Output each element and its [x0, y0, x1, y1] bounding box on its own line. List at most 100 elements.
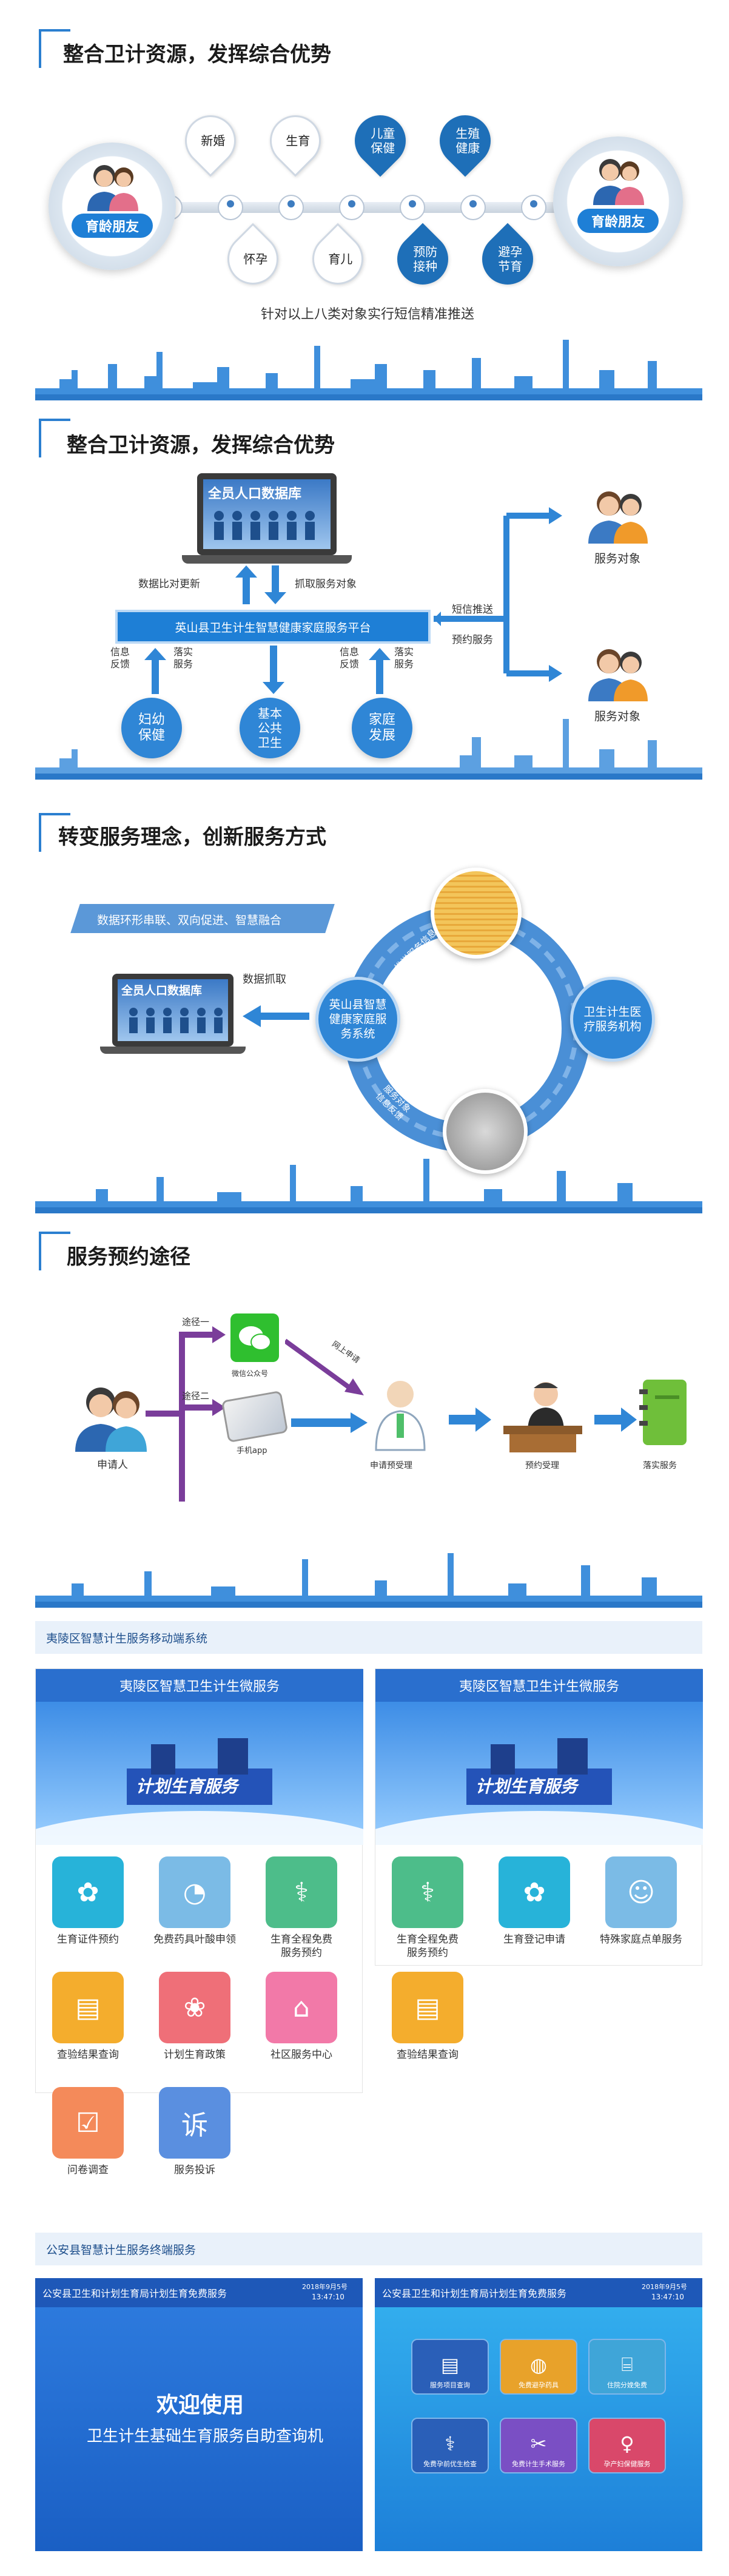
target2-person-icon	[588, 649, 648, 701]
clipboard-icon: ▤	[440, 2353, 460, 2376]
arrows-platform-circles	[144, 646, 391, 694]
bracket-arrows	[434, 507, 562, 682]
mobile-left-tile-2-icon[interactable]: ⚕	[266, 1856, 337, 1928]
section-title: 服务预约途径	[67, 1245, 190, 1269]
pin-parenting: 育儿	[301, 223, 374, 295]
bed-icon: ⌸	[621, 2353, 633, 2376]
pin-contraception: 避孕 节育	[471, 223, 544, 295]
section-kiosk-terminal: 公安县智慧计生服务终端服务 公安县卫生和计划生育局计划生育免费服务 2018年9…	[0, 2196, 729, 2576]
service-label: 落实服务	[643, 1461, 677, 1471]
kiosk-right-date: 2018年9月5号	[642, 2283, 687, 2291]
arrow-to-appt	[449, 1408, 491, 1432]
target2-label: 服务对象	[594, 710, 641, 723]
mobile-left-tile-5-icon[interactable]: ⌂	[266, 1972, 337, 2043]
appt-label: 预约服务	[452, 634, 493, 646]
mobile-system-header: 夷陵区智慧计生服务移动端系统	[35, 1621, 702, 1654]
kiosk-btn-contraceptive[interactable]: ◍免费避孕药具	[500, 2339, 577, 2395]
mobile-right-tile-label: 查验结果查询	[397, 2049, 459, 2061]
impl-right: 落实 服务	[394, 646, 414, 670]
mobile-left-tile-label: 计划生育政策	[164, 2049, 226, 2061]
pill-icon: ◍	[530, 2353, 547, 2376]
mobile-right-tile-2-icon[interactable]: ☺	[605, 1856, 677, 1928]
section-title: 整合卫计资源，发挥综合优势	[67, 433, 335, 457]
database-label: 全员人口数据库	[121, 984, 203, 997]
section-service-concept: 转变服务理念，创新服务方式 数据环形串联、双向促进、智慧融合 全员人口数据库 数…	[0, 777, 729, 1213]
database-label: 全员人口数据库	[208, 487, 302, 502]
mobile-left-tile-label: 问卷调查	[67, 2164, 109, 2176]
sms-label: 短信推送	[452, 604, 493, 616]
laptop-screen: 全员人口数据库	[112, 974, 233, 1047]
mobile-right-tile-3-icon[interactable]: ▤	[392, 1972, 463, 2043]
service-notebook-icon	[639, 1380, 687, 1445]
laptop-base	[100, 1047, 246, 1054]
section-title: 转变服务理念，创新服务方式	[58, 825, 326, 849]
laptop-base	[182, 555, 352, 564]
mobile-left-tile-1-icon[interactable]: ◔	[159, 1856, 230, 1928]
section-title-mark	[39, 419, 70, 457]
circle-family-development: 家庭 发展	[352, 698, 412, 758]
applicant-label: 申请人	[97, 1459, 128, 1471]
section1-caption: 针对以上八类对象实行短信精准推送	[261, 307, 475, 322]
section-mobile-system: 夷陵区智慧计生服务移动端系统 夷陵区智慧卫生计生微服务 计划生育服务 ✿生育证件…	[0, 1614, 729, 2196]
accept-staff-icon	[375, 1381, 426, 1451]
kiosk-btn-maternal[interactable]: ♀孕产妇保健服务	[588, 2418, 666, 2473]
center-system-node: 英山县智慧 健康家庭服 务系统	[315, 977, 400, 1062]
wechat-icon	[230, 1313, 279, 1362]
crowd-icon	[214, 511, 315, 540]
feedback-left: 信息 反馈	[110, 646, 130, 670]
section-title-mark	[39, 813, 70, 852]
platform-box: 英山县卫生计生智慧健康家庭服务平台	[115, 610, 431, 644]
kiosk-right-bar	[375, 2278, 702, 2307]
mobile-right-tile-1-icon[interactable]: ✿	[499, 1856, 570, 1928]
pin-vaccination: 预防 接种	[386, 223, 459, 295]
mobile-left-tile-3-icon[interactable]: ▤	[52, 1972, 124, 2043]
applicant-icon	[75, 1387, 147, 1452]
kiosk-btn-surgery[interactable]: ✂免费计生手术服务	[500, 2418, 577, 2473]
right-badge-people-icon	[593, 159, 644, 205]
phone-right-tiles: ⚕生育全程免费 服务预约✿生育登记申请☺特殊家庭点单服务▤查验结果查询	[375, 1844, 702, 2061]
medical-institution-node: 卫生计生医 疗服务机构	[570, 977, 655, 1062]
concept-banner-text: 数据环形串联、双向促进、智慧融合	[97, 914, 282, 927]
compare-label: 数据比对更新	[138, 578, 200, 590]
route1-label: 途径一	[182, 1317, 210, 1327]
kiosk-welcome: 欢迎使用	[156, 2393, 244, 2418]
arrow-to-laptop	[243, 1005, 309, 1027]
mobile-left-tile-6-icon[interactable]: ☑	[52, 2087, 124, 2159]
section-title-mark	[39, 1232, 70, 1270]
service-photo-node	[443, 1089, 528, 1174]
mobile-left-tile-7-icon[interactable]: 诉	[159, 2087, 230, 2159]
skyline-decoration	[35, 1159, 702, 1213]
mobile-right-tile-label: 生育登记申请	[503, 1934, 565, 1946]
wechat-label: 微信公众号	[232, 1369, 269, 1378]
kiosk-btn-service-query[interactable]: ▤服务项目查询	[411, 2339, 489, 2395]
kiosk-subtitle: 卫生计生基础生育服务自助查询机	[87, 2427, 324, 2446]
mobile-left-tile-label: 查验结果查询	[57, 2049, 119, 2061]
banner-illustration	[375, 1738, 703, 1845]
kiosk-right-bar-text: 公安县卫生和计划生育局计划生育免费服务	[382, 2288, 567, 2299]
arrows-to-accept	[285, 1338, 368, 1433]
kiosk-left-bar	[35, 2278, 363, 2307]
pin-newlywed: 新婚	[174, 104, 247, 177]
mobile-left-tile-4-icon[interactable]: ❀	[159, 1972, 230, 2043]
mother-icon: ♀	[620, 2432, 634, 2455]
kiosk-right-screen: 公安县卫生和计划生育局计划生育免费服务 2018年9月5号 13:47:10 ▤…	[375, 2278, 702, 2551]
kiosk-btn-delivery[interactable]: ⌸住院分娩免费	[588, 2339, 666, 2395]
section-appointment-routes: 服务预约途径 申请人 途径一 途径二 微信公众号 手机app 网上申请 申请预受…	[0, 1213, 729, 1614]
mobile-left-tile-label: 生育证件预约	[57, 1934, 119, 1946]
kiosk-left-screen: 公安县卫生和计划生育局计划生育免费服务 2018年9月5号 13:47:10 欢…	[35, 2278, 363, 2551]
appt-label: 预约受理	[525, 1461, 559, 1471]
app-label: 手机app	[237, 1446, 267, 1455]
right-badge-label: 育龄朋友	[577, 209, 659, 233]
skyline-decoration	[35, 1553, 702, 1608]
section-resource-integration-2: 整合卫计资源，发挥综合优势 全员人口数据库 数据比对更新 抓取服务对象 英山县卫…	[0, 400, 729, 780]
mobile-left-tile-label: 生育全程免费 服务预约	[270, 1934, 332, 1959]
banner-illustration	[36, 1738, 363, 1845]
section-resource-integration-1: 整合卫计资源，发挥综合优势 育龄朋友 育龄朋友 新婚 生育 儿童 保健 生殖 健	[0, 0, 729, 400]
route2-label: 途径二	[182, 1391, 210, 1401]
route-lines	[146, 1326, 226, 1502]
pin-child-health: 儿童 保健	[344, 104, 417, 177]
kiosk-btn-prepregnancy[interactable]: ⚕免费孕前优生检查	[411, 2418, 489, 2473]
pin-pregnancy: 怀孕	[217, 223, 289, 295]
mobile-right-tile-0-icon[interactable]: ⚕	[392, 1856, 463, 1928]
mobile-left-tile-0-icon[interactable]: ✿	[52, 1856, 124, 1928]
